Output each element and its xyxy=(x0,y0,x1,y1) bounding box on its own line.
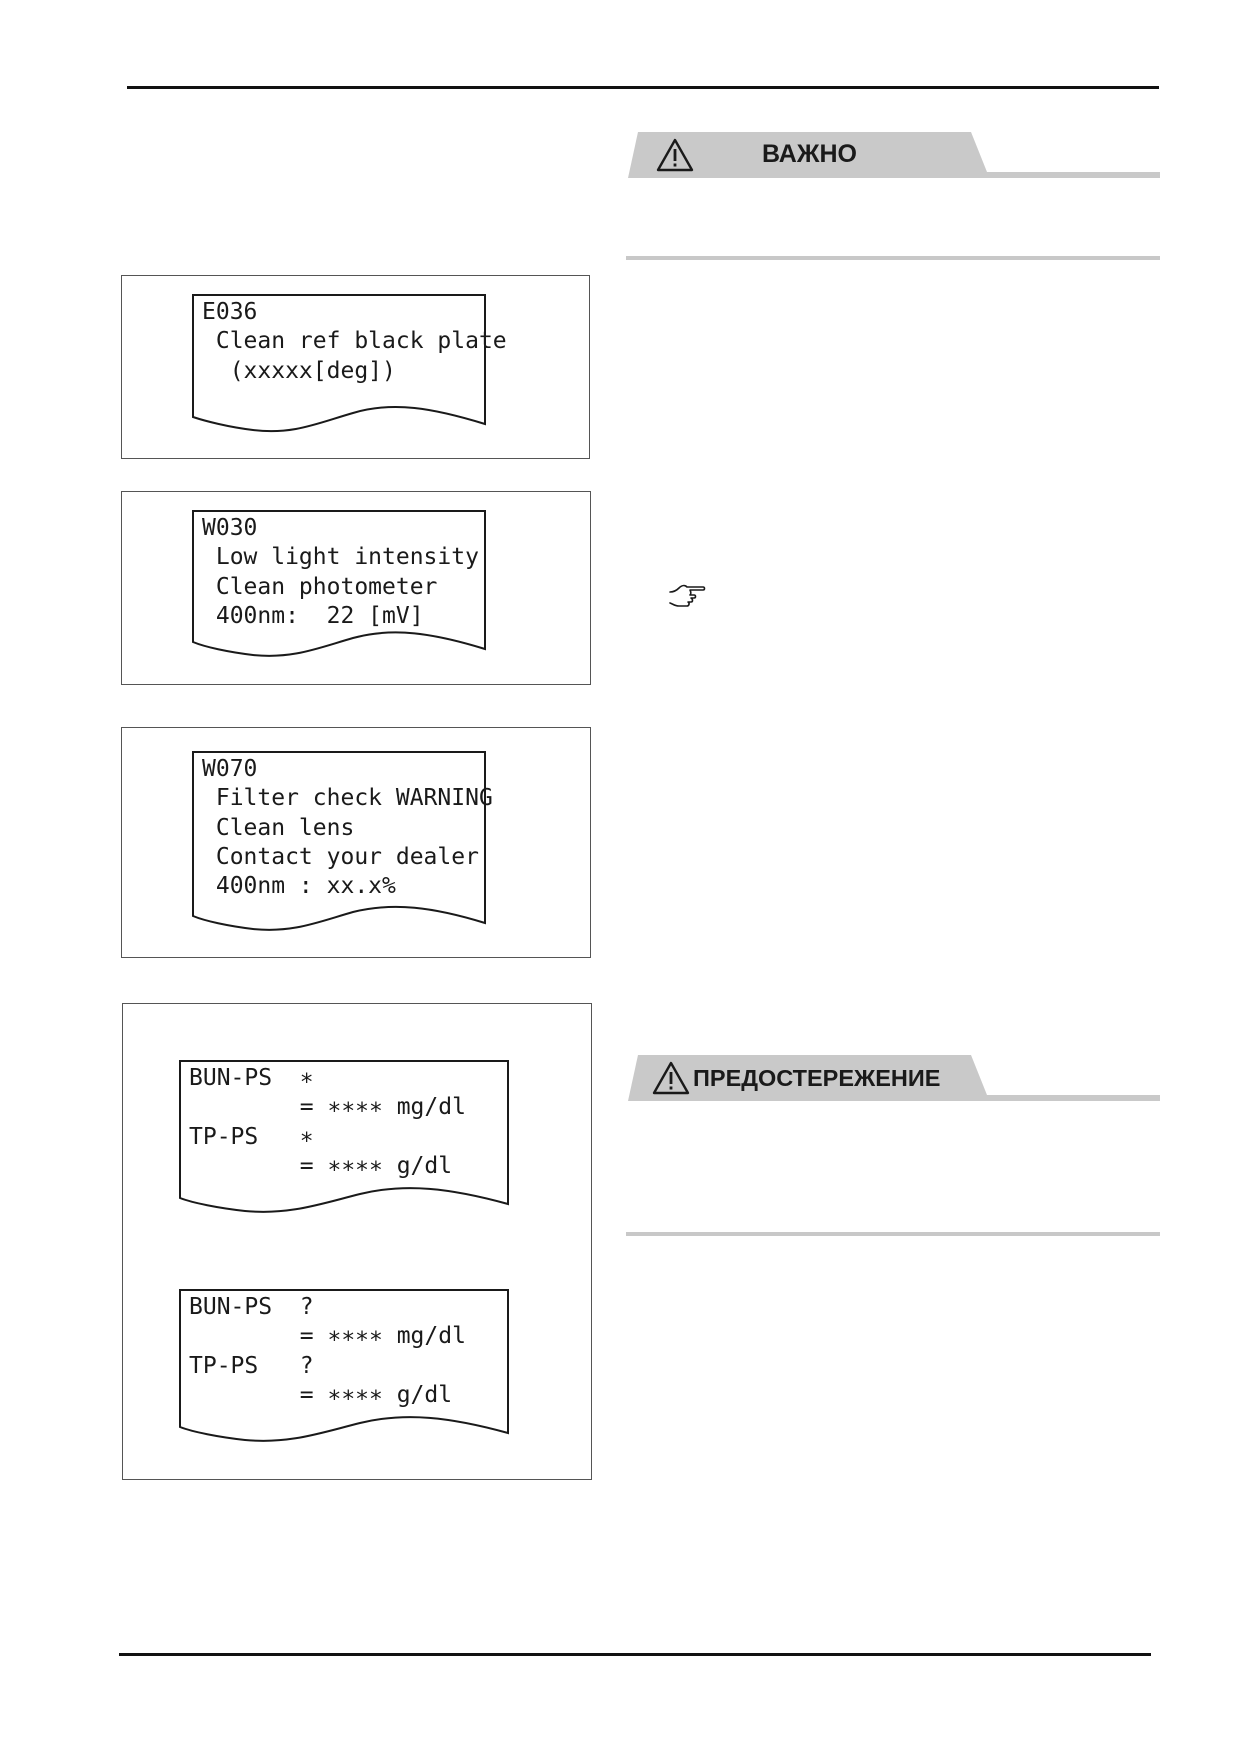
warning-w070-panel: W070 Filter check WARNING Clean lens Con… xyxy=(121,727,591,958)
printout-slip: W070 Filter check WARNING Clean lens Con… xyxy=(192,751,493,942)
important-banner-shape xyxy=(628,132,1160,178)
caution-end-rule xyxy=(626,1232,1160,1236)
important-banner: ВАЖНО xyxy=(628,132,1160,178)
caution-banner: ПРЕДОСТЕРЕЖЕНИЕ xyxy=(628,1055,1160,1101)
slip-text: BUN-PS ∗ = ∗∗∗∗ mg/dl TP-PS ∗ = ∗∗∗∗ g/d… xyxy=(189,1065,466,1179)
footer-rule xyxy=(119,1653,1151,1656)
error-e036-panel: E036 Clean ref black plate (xxxxx[deg]) xyxy=(121,275,590,459)
slip-outline xyxy=(179,1060,509,1213)
slip-text: W030 Low light intensity Clean photomete… xyxy=(202,515,479,629)
slip-outline xyxy=(192,751,486,931)
printout-slip: W030 Low light intensity Clean photomete… xyxy=(192,510,486,671)
important-banner-label: ВАЖНО xyxy=(762,140,857,168)
pointing-hand-icon xyxy=(668,583,706,616)
warning-w030-panel: W030 Low light intensity Clean photomete… xyxy=(121,491,591,685)
result-slip-question: BUN-PS ? = ∗∗∗∗ mg/dl TP-PS ? = ∗∗∗∗ g/d… xyxy=(179,1289,509,1450)
caution-banner-shape xyxy=(628,1055,1160,1101)
slip-outline xyxy=(179,1289,509,1442)
result-slip-star: BUN-PS ∗ = ∗∗∗∗ mg/dl TP-PS ∗ = ∗∗∗∗ g/d… xyxy=(179,1060,509,1221)
important-end-rule xyxy=(626,256,1160,260)
caution-banner-label: ПРЕДОСТЕРЕЖЕНИЕ xyxy=(693,1065,941,1091)
slip-outline xyxy=(192,510,486,657)
slip-outline xyxy=(192,294,486,433)
slip-text: W070 Filter check WARNING Clean lens Con… xyxy=(202,756,493,900)
slip-text: BUN-PS ? = ∗∗∗∗ mg/dl TP-PS ? = ∗∗∗∗ g/d… xyxy=(189,1294,466,1408)
printout-slip: E036 Clean ref black plate (xxxxx[deg]) xyxy=(192,294,507,445)
results-panel: BUN-PS ∗ = ∗∗∗∗ mg/dl TP-PS ∗ = ∗∗∗∗ g/d… xyxy=(122,1003,592,1480)
slip-text: E036 Clean ref black plate (xxxxx[deg]) xyxy=(202,299,507,384)
header-rule xyxy=(127,86,1159,89)
